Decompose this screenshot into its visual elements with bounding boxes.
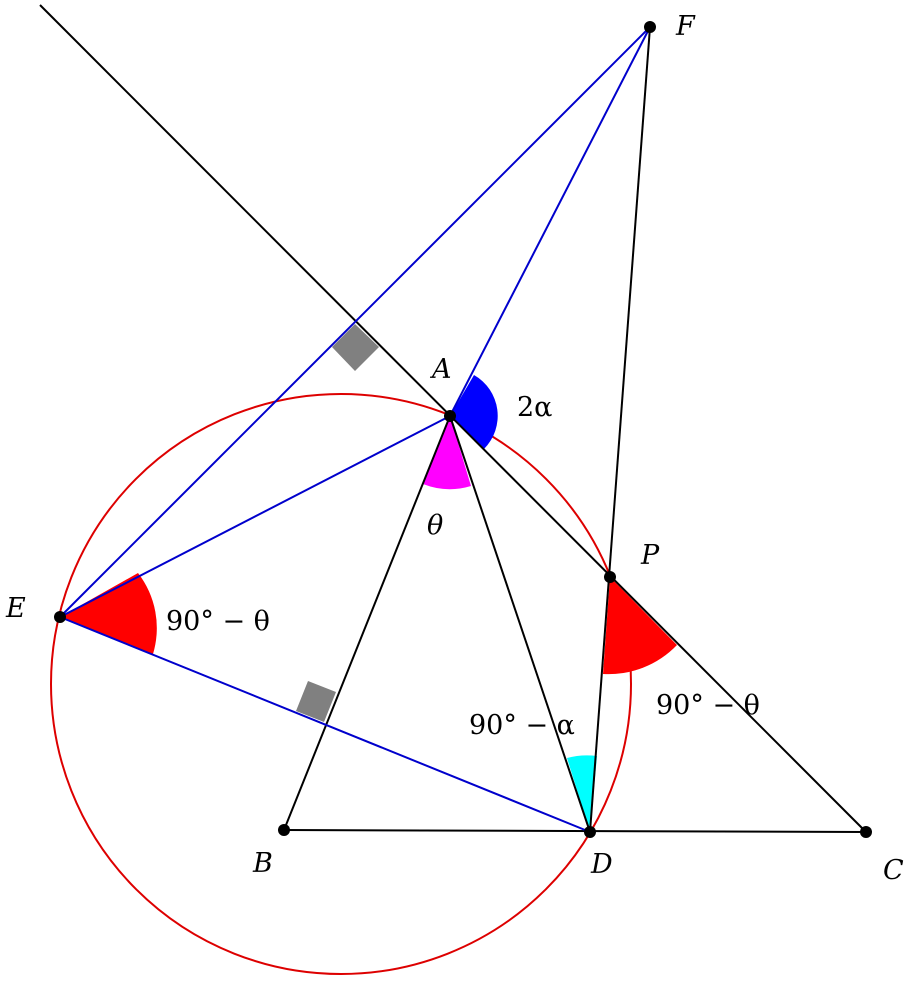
segment-ef bbox=[59, 26, 651, 618]
label-angle-p: 90° − θ bbox=[656, 690, 760, 721]
label-point-e: E bbox=[5, 593, 26, 624]
segment-ed bbox=[59, 616, 591, 833]
label-point-a: A bbox=[429, 354, 452, 385]
circle-aedp bbox=[50, 393, 632, 975]
label-point-f: F bbox=[675, 11, 696, 42]
point-b bbox=[278, 824, 290, 836]
right-angle-mark-lower bbox=[296, 681, 336, 722]
label-point-b: B bbox=[252, 848, 273, 879]
label-point-d: D bbox=[590, 849, 613, 880]
segment-ea bbox=[59, 415, 451, 618]
point-p bbox=[604, 571, 616, 583]
angle-marker-p-red bbox=[603, 577, 677, 675]
label-angle-theta: θ bbox=[427, 510, 443, 541]
segment-df bbox=[589, 26, 651, 833]
segment-bc bbox=[283, 829, 867, 833]
point-f bbox=[644, 21, 656, 33]
label-point-p: P bbox=[640, 540, 660, 571]
label-angle-e: 90° − θ bbox=[166, 606, 270, 637]
label-point-c: C bbox=[883, 855, 904, 886]
label-angle-d: 90° − α bbox=[469, 710, 575, 741]
point-e bbox=[54, 611, 66, 623]
point-c bbox=[860, 826, 872, 838]
angle-marker-e-red bbox=[60, 573, 157, 654]
segment-af bbox=[449, 26, 651, 417]
segment-ab bbox=[283, 415, 451, 831]
angle-marker-a-blue bbox=[450, 375, 498, 449]
point-a bbox=[444, 410, 456, 422]
segment-ad bbox=[449, 415, 591, 833]
point-d bbox=[584, 826, 596, 838]
angle-marker-a-magenta bbox=[423, 416, 471, 490]
right-angle-mark-upper bbox=[332, 324, 379, 371]
angle-marker-d-cyan bbox=[567, 755, 597, 832]
label-angle-2alpha: 2α bbox=[517, 392, 552, 423]
